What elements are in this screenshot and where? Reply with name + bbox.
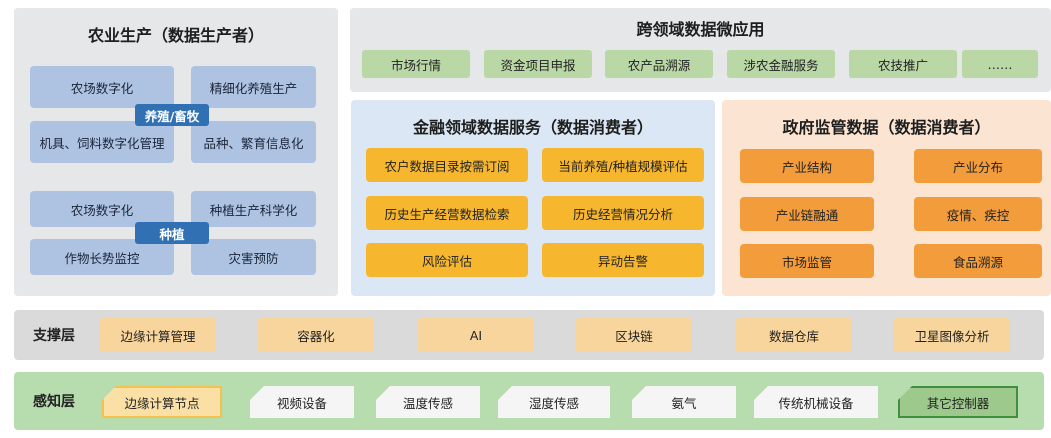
finance-risk-assessment[interactable]: 风险评估 [366,243,528,277]
sensor-video-device[interactable]: 视频设备 [250,386,354,418]
support-layer-label: 支撑层 [33,328,75,344]
gov-panel: 政府监管数据（数据消费者） 产业结构 产业分布 产业链融通 疫情、疾控 市场监管… [722,100,1051,296]
finance-catalog-subscription[interactable]: 农户数据目录按需订阅 [366,148,528,182]
livestock-badge: 养殖/畜牧 [135,104,209,126]
livestock-precision-breeding[interactable]: 精细化养殖生产 [191,66,316,108]
sensor-mechanical-equipment[interactable]: 传统机械设备 [754,386,878,418]
finance-title: 金融领域数据服务（数据消费者） [412,118,653,137]
support-data-warehouse[interactable]: 数据仓库 [736,318,852,352]
livestock-breed-info[interactable]: 品种、繁育信息化 [191,121,316,163]
gov-market-supervision[interactable]: 市场监管 [740,244,874,278]
micro-app-traceability[interactable]: 农产品溯源 [605,50,713,78]
livestock-machinery-feed[interactable]: 机具、饲料数字化管理 [30,121,174,163]
gov-chain-integration[interactable]: 产业链融通 [740,197,874,231]
sensing-layer-panel: 感知层 边缘计算节点 视频设备 温度传感 湿度传感 氨气 传统机械设备 其它控制… [14,372,1044,430]
livestock-farm-digital[interactable]: 农场数字化 [30,66,174,108]
sensor-ammonia[interactable]: 氨气 [632,386,736,418]
support-layer-panel: 支撑层 边缘计算管理 容器化 AI 区块链 数据仓库 卫星图像分析 [14,310,1044,360]
support-containerization[interactable]: 容器化 [258,318,374,352]
support-satellite-analysis[interactable]: 卫星图像分析 [894,318,1010,352]
gov-food-traceability[interactable]: 食品溯源 [914,244,1042,278]
sensor-humidity[interactable]: 湿度传感 [498,386,610,418]
finance-history-analysis[interactable]: 历史经营情况分析 [542,196,704,230]
planting-badge: 种植 [135,222,209,244]
planting-scientific[interactable]: 种植生产科学化 [191,191,316,227]
micro-app-funding[interactable]: 资金项目申报 [484,50,592,78]
micro-apps-panel: 跨领域数据微应用 市场行情 资金项目申报 农产品溯源 涉农金融服务 农技推广 …… [350,8,1051,92]
sensor-other-controllers[interactable]: 其它控制器 [898,386,1018,418]
planting-crop-monitor[interactable]: 作物长势监控 [30,239,174,275]
micro-apps-title: 跨领域数据微应用 [636,20,765,39]
support-edge-management[interactable]: 边缘计算管理 [100,318,216,352]
finance-anomaly-alert[interactable]: 异动告警 [542,243,704,277]
gov-disease-control[interactable]: 疫情、疾控 [914,197,1042,231]
finance-panel: 金融领域数据服务（数据消费者） 农户数据目录按需订阅 当前养殖/种植规模评估 历… [351,100,715,296]
gov-industry-distribution[interactable]: 产业分布 [914,149,1042,183]
sensing-layer-label: 感知层 [33,394,75,410]
support-ai[interactable]: AI [418,318,534,352]
micro-app-more[interactable]: …… [962,50,1038,78]
planting-farm-digital[interactable]: 农场数字化 [30,191,174,227]
micro-app-agri-finance[interactable]: 涉农金融服务 [727,50,835,78]
finance-history-search[interactable]: 历史生产经营数据检索 [366,196,528,230]
gov-title: 政府监管数据（数据消费者） [782,118,991,137]
sensor-temperature[interactable]: 温度传感 [376,386,480,418]
agri-production-panel: 农业生产（数据生产者） 农场数字化 精细化养殖生产 机具、饲料数字化管理 品种、… [14,8,338,296]
finance-scale-assessment[interactable]: 当前养殖/种植规模评估 [542,148,704,182]
agri-production-title: 农业生产（数据生产者） [87,26,264,45]
micro-app-market[interactable]: 市场行情 [362,50,470,78]
micro-app-extension[interactable]: 农技推广 [849,50,957,78]
sensor-edge-node[interactable]: 边缘计算节点 [102,386,222,418]
planting-disaster-prevention[interactable]: 灾害预防 [191,239,316,275]
support-blockchain[interactable]: 区块链 [576,318,692,352]
gov-industry-structure[interactable]: 产业结构 [740,149,874,183]
